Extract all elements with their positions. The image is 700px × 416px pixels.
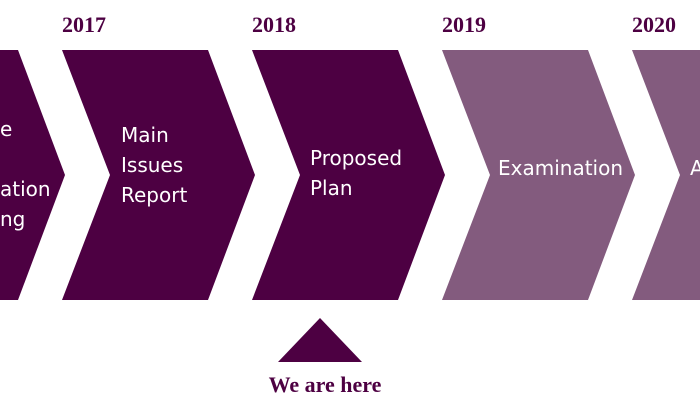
year-label-2019: 2019	[442, 12, 486, 37]
year-label-2020: 2020	[632, 12, 676, 37]
chevron-stage-4	[632, 50, 700, 300]
chevron-stage-3	[442, 50, 635, 300]
stage-label-main-issues-report: Main Issues Report	[121, 123, 188, 207]
chevron-stage-1	[62, 50, 255, 300]
we-are-here-label: We are here	[268, 372, 382, 397]
stage-label-examination: Examination	[498, 156, 624, 180]
chevron-stage-0	[0, 50, 65, 300]
chevron-stage-2	[252, 50, 445, 300]
stage-label-0: e ation ng	[0, 117, 51, 231]
we-are-here-marker-icon	[278, 318, 362, 362]
year-label-2017: 2017	[62, 12, 106, 37]
stage-label-4: A	[690, 156, 700, 180]
year-label-2018: 2018	[252, 12, 296, 37]
stage-label-proposed-plan: Proposed Plan	[310, 146, 403, 200]
